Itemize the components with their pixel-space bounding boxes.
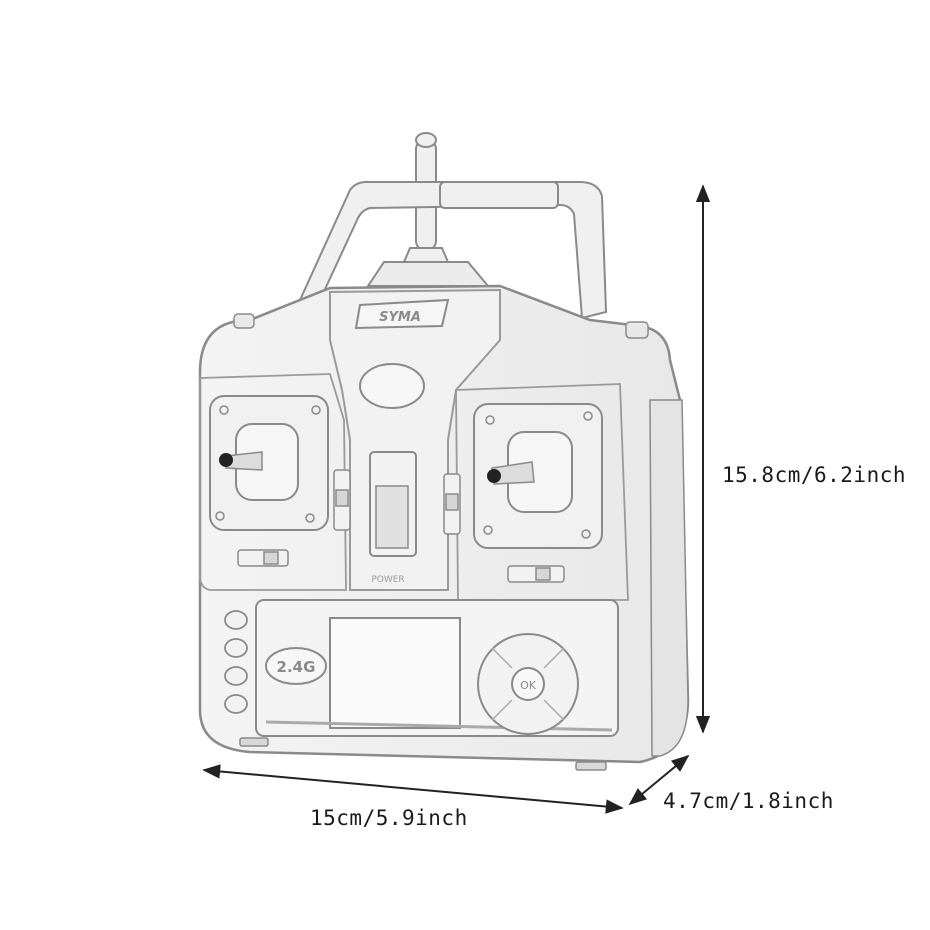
power-label: POWER (371, 575, 404, 585)
side-buttons[interactable] (224, 610, 248, 714)
frequency-badge: 2.4G (265, 647, 327, 685)
height-dimension-label: 15.8cm/6.2inch (722, 463, 907, 487)
left-joystick[interactable] (209, 395, 329, 531)
dimension-lines (202, 184, 711, 814)
depth-dimension-label: 4.7cm/1.8inch (663, 789, 834, 813)
trim-switches[interactable] (237, 469, 565, 583)
carry-handle (298, 181, 608, 320)
ok-button-label: OK (520, 679, 537, 692)
direction-pad[interactable]: OK (477, 633, 579, 735)
power-switch[interactable]: POWER (369, 451, 417, 585)
svg-text:SYMA: SYMA (379, 310, 421, 325)
width-dimension-label: 15cm/5.9inch (310, 806, 468, 830)
brand-logo: SYMA (354, 298, 450, 330)
svg-text:2.4G: 2.4G (277, 658, 316, 676)
right-joystick[interactable] (473, 403, 603, 549)
indicator-lens (359, 363, 425, 409)
depth-dimension-line (628, 754, 690, 806)
width-dimension-line (202, 764, 624, 814)
